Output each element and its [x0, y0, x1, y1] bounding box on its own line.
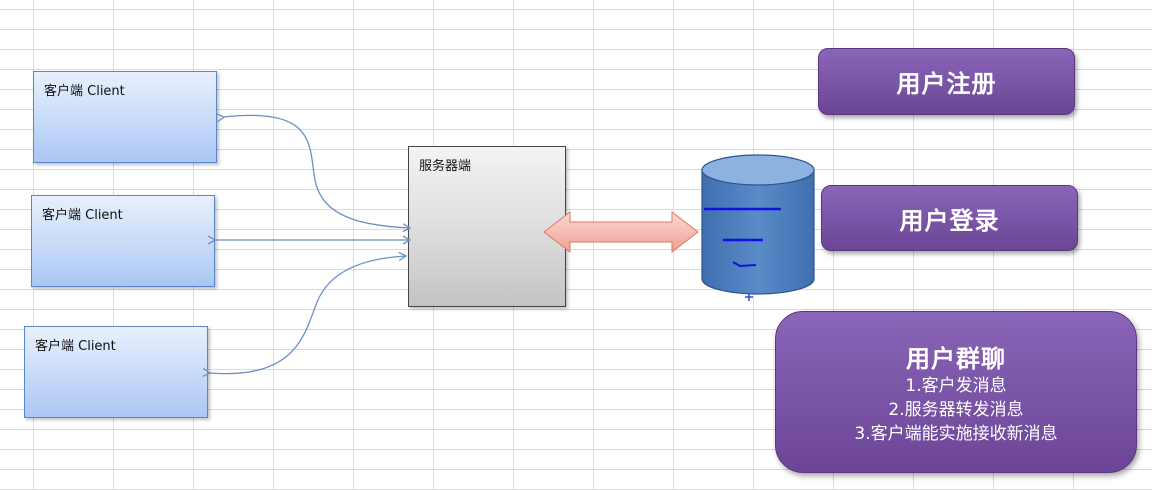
login-button: 用户登录: [821, 185, 1078, 251]
login-label: 用户登录: [899, 206, 1000, 235]
server-box: 服务器端: [408, 146, 566, 307]
client-label: 客户端 Client: [44, 84, 125, 99]
double-arrow-icon: [543, 210, 699, 254]
group-chat-title: 用户群聊: [906, 345, 1006, 373]
group-chat-box: 用户群聊 1.客户发消息 2.服务器转发消息 3.客户端能实施接收新消息: [775, 311, 1137, 473]
connector-client3-server: [202, 251, 408, 378]
client-box-1: 客户端 Client: [33, 71, 217, 163]
database-cylinder-icon: [701, 154, 815, 301]
connector-client1-server: [216, 113, 412, 233]
group-chat-item-3: 3.客户端能实施接收新消息: [854, 424, 1058, 444]
client-label: 客户端 Client: [35, 339, 116, 354]
register-button: 用户注册: [818, 48, 1075, 115]
server-label: 服务器端: [419, 159, 472, 174]
group-chat-item-2: 2.服务器转发消息: [888, 400, 1024, 420]
client-label: 客户端 Client: [42, 208, 123, 223]
group-chat-item-1: 1.客户发消息: [905, 376, 1007, 396]
client-box-2: 客户端 Client: [31, 195, 215, 287]
register-label: 用户注册: [896, 70, 997, 98]
client-box-3: 客户端 Client: [24, 326, 208, 418]
